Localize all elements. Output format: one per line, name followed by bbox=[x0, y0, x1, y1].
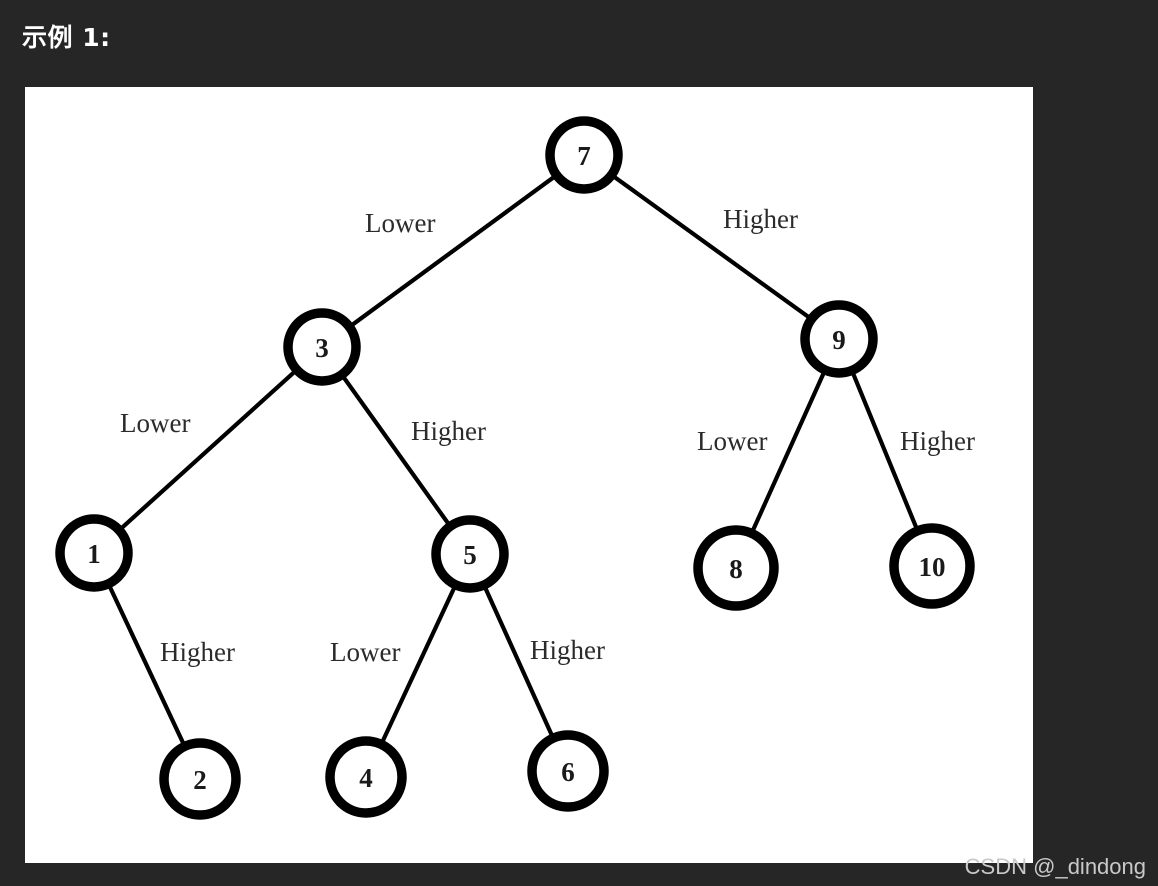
node-circle-2 bbox=[159, 738, 241, 820]
edge-label-n5-n4: Lower bbox=[330, 637, 400, 667]
tree-edge-n7-n3 bbox=[349, 174, 557, 328]
tree-edge-n1-n2 bbox=[107, 584, 186, 746]
tree-node-9[interactable]: 9 bbox=[800, 300, 878, 378]
node-circle-9 bbox=[800, 300, 878, 378]
edge-label-n5-n6: Higher bbox=[530, 635, 605, 665]
node-label-2: 2 bbox=[193, 765, 207, 795]
edge-label-n7-n3: Lower bbox=[365, 208, 435, 238]
tree-node-2[interactable]: 2 bbox=[159, 738, 241, 820]
tree-edge-n3-n1 bbox=[119, 369, 297, 531]
page-title: 示例 1: bbox=[22, 23, 111, 52]
edge-label-n3-n5: Higher bbox=[411, 416, 486, 446]
edge-label-n9-n8: Lower bbox=[697, 426, 767, 456]
node-circle-5 bbox=[431, 515, 509, 593]
node-circle-4 bbox=[325, 736, 407, 818]
node-label-6: 6 bbox=[561, 757, 575, 787]
node-label-4: 4 bbox=[359, 763, 373, 793]
tree-node-6[interactable]: 6 bbox=[527, 730, 609, 812]
tree-node-4[interactable]: 4 bbox=[325, 736, 407, 818]
tree-node-10[interactable]: 10 bbox=[889, 523, 975, 609]
node-circle-6 bbox=[527, 730, 609, 812]
node-label-7: 7 bbox=[577, 141, 591, 171]
tree-node-7[interactable]: 7 bbox=[545, 116, 623, 194]
node-label-8: 8 bbox=[729, 554, 743, 584]
tree-node-3[interactable]: 3 bbox=[283, 308, 361, 386]
node-circle-7 bbox=[545, 116, 623, 194]
node-label-3: 3 bbox=[315, 333, 329, 363]
node-label-1: 1 bbox=[87, 539, 101, 569]
tree-node-8[interactable]: 8 bbox=[693, 525, 779, 611]
node-circle-1 bbox=[55, 514, 133, 592]
tree-edge-n3-n5 bbox=[341, 374, 451, 527]
edge-label-n3-n1: Lower bbox=[120, 408, 190, 438]
node-circle-8 bbox=[693, 525, 779, 611]
edge-label-n7-n9: Higher bbox=[723, 204, 798, 234]
tree-edge-n7-n9 bbox=[611, 174, 812, 320]
tree-edge-n5-n4 bbox=[380, 585, 457, 744]
tree-edges-group bbox=[107, 174, 919, 746]
node-label-9: 9 bbox=[832, 325, 846, 355]
tree-node-1[interactable]: 1 bbox=[55, 514, 133, 592]
node-label-10: 10 bbox=[919, 552, 946, 582]
watermark: CSDN @_dindong bbox=[964, 854, 1146, 879]
tree-edge-n5-n6 bbox=[483, 585, 555, 738]
node-circle-10 bbox=[889, 523, 975, 609]
tree-edge-n9-n8 bbox=[750, 370, 826, 533]
tree-node-5[interactable]: 5 bbox=[431, 515, 509, 593]
edge-label-n1-n2: Higher bbox=[160, 637, 235, 667]
tree-edge-n9-n10 bbox=[850, 371, 919, 531]
node-circle-3 bbox=[283, 308, 361, 386]
node-label-5: 5 bbox=[463, 540, 477, 570]
edge-label-n9-n10: Higher bbox=[900, 426, 975, 456]
